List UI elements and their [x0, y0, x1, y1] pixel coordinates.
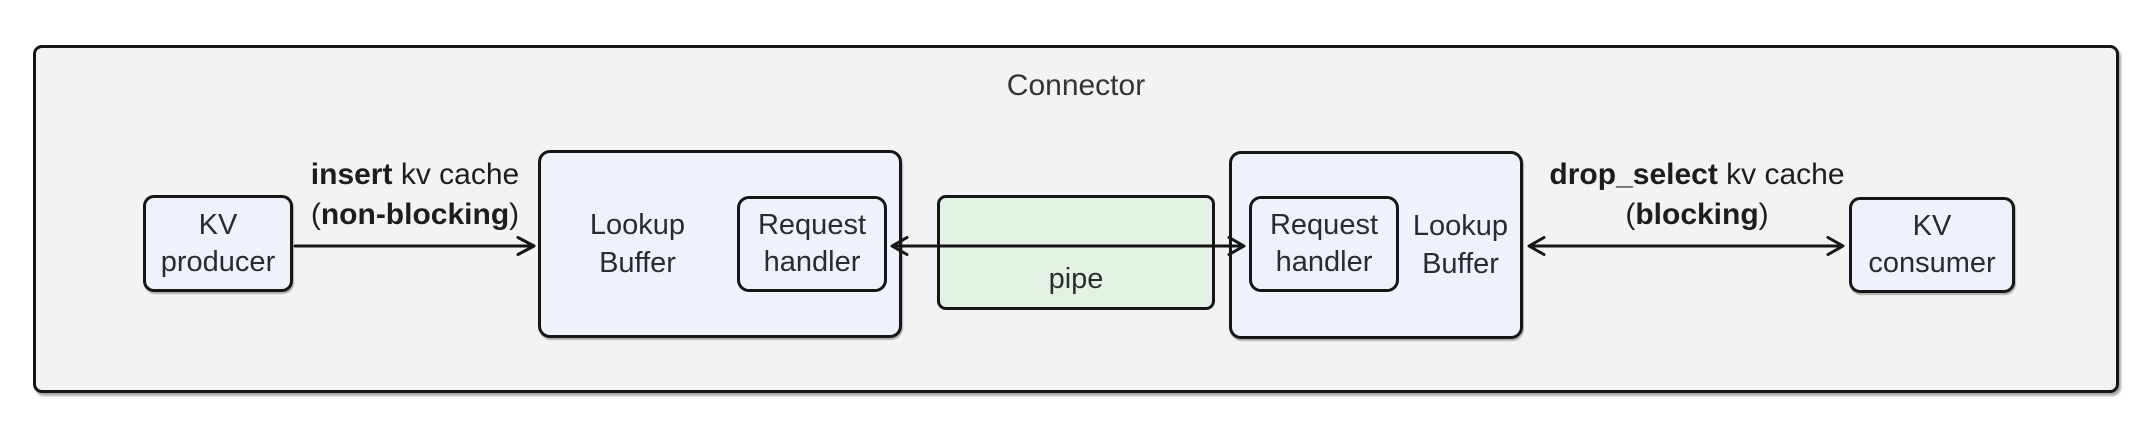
insert-close-paren: ) — [509, 198, 520, 231]
drop-select-open-paren: ( — [1625, 198, 1636, 231]
drop-select-qualifier: blocking — [1635, 198, 1759, 231]
lookup-buffer-left-label: Lookup Buffer — [589, 209, 686, 279]
connector-title: Connector — [1006, 69, 1146, 102]
lookup-buffer-right-label: Lookup Buffer — [1412, 210, 1509, 280]
insert-open-paren: ( — [310, 198, 321, 231]
kv-consumer-label: KV consumer — [1868, 210, 1996, 279]
request-handler-left-label: Request handler — [757, 209, 866, 278]
drop-select-verb: drop_select — [1549, 158, 1718, 191]
kv-consumer-node: KV consumer — [1849, 197, 2015, 293]
insert-verb: insert — [310, 158, 393, 191]
drop-select-rest: kv cache — [1717, 158, 1845, 191]
insert-rest: kv cache — [392, 158, 520, 191]
drop-select-edge-label-line2: (blocking) — [1497, 195, 1897, 235]
pipe-label: pipe — [1048, 263, 1104, 295]
request-handler-left-node: Request handler — [737, 196, 887, 292]
insert-edge-label-line2: (non-blocking) — [215, 195, 615, 235]
drop-select-edge-label-line1: drop_select kv cache — [1497, 155, 1897, 195]
insert-qualifier: non-blocking — [320, 198, 510, 231]
drop-select-edge-label: drop_select kv cache (blocking) — [1497, 155, 1897, 235]
insert-edge-label: insert kv cache (non-blocking) — [215, 155, 615, 235]
pipe-node: pipe — [937, 195, 1215, 310]
kv-producer-label: KV producer — [160, 208, 276, 278]
kv-producer-node: KV producer — [143, 195, 293, 292]
drop-select-close-paren: ) — [1758, 198, 1769, 231]
request-handler-right-node: Request handler — [1249, 196, 1399, 292]
insert-edge-label-line1: insert kv cache — [215, 155, 615, 195]
request-handler-right-label: Request handler — [1269, 209, 1378, 278]
